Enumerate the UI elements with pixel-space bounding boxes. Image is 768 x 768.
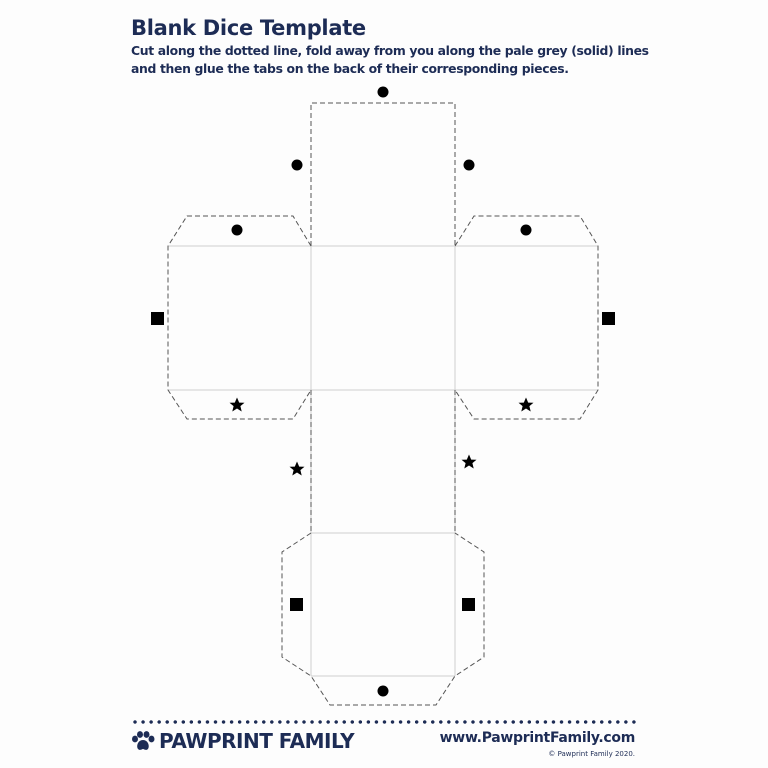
cut-lines bbox=[167, 102, 599, 706]
star-marker bbox=[289, 461, 305, 476]
fold-lines bbox=[168, 245, 598, 677]
markers bbox=[151, 86, 615, 697]
star-marker bbox=[229, 397, 245, 412]
circle-marker bbox=[231, 224, 243, 236]
circle-marker bbox=[520, 224, 532, 236]
paw-print-icon bbox=[132, 731, 155, 750]
square-marker bbox=[151, 312, 164, 325]
square-marker bbox=[462, 598, 475, 611]
square-marker bbox=[290, 598, 303, 611]
circle-marker bbox=[377, 685, 389, 697]
dotted-divider bbox=[131, 719, 637, 725]
circle-marker bbox=[291, 159, 303, 171]
brand-logo: PAWPRINT FAMILY bbox=[131, 729, 355, 753]
circle-marker bbox=[463, 159, 475, 171]
brand-name: PAWPRINT FAMILY bbox=[159, 729, 355, 753]
circle-marker bbox=[377, 86, 389, 98]
star-marker bbox=[461, 454, 477, 469]
square-marker bbox=[602, 312, 615, 325]
website-link[interactable]: www.PawprintFamily.com bbox=[439, 730, 636, 746]
copyright-text: © Pawprint Family 2020. bbox=[548, 750, 635, 758]
star-marker bbox=[518, 397, 534, 412]
instructions-text: Cut along the dotted line, fold away fro… bbox=[131, 43, 649, 76]
page-title: Blank Dice Template bbox=[131, 16, 366, 40]
